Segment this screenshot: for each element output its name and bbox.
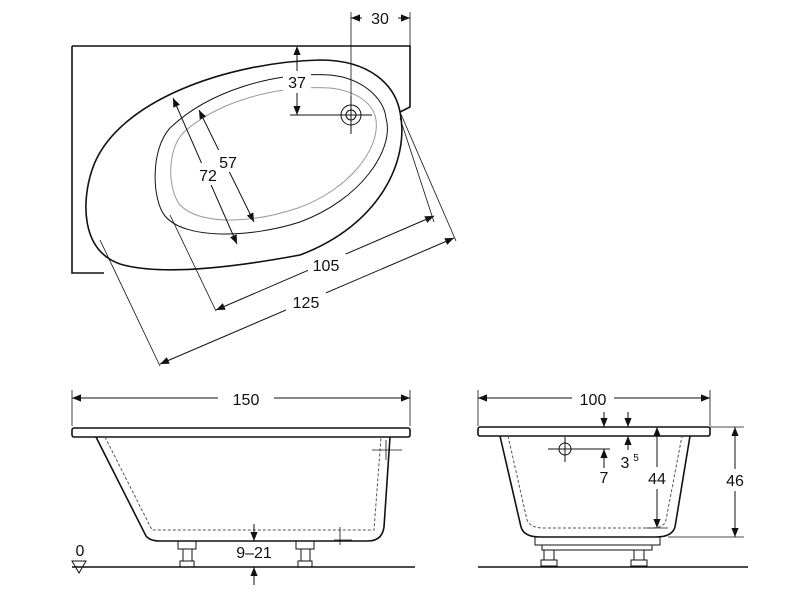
tub-inner-basin xyxy=(154,74,388,235)
side-rim xyxy=(477,426,711,437)
dim-overflow: 7 xyxy=(600,470,609,487)
side-foot-left xyxy=(540,549,558,567)
top-view-frame xyxy=(71,45,411,274)
dim-side-width: 100 xyxy=(580,392,607,409)
drain-symbol xyxy=(290,96,372,134)
front-body xyxy=(95,436,391,542)
dim-inner-width: 57 xyxy=(219,155,237,172)
front-foot-left xyxy=(177,540,197,568)
tub-outer-rim xyxy=(85,59,403,271)
dim-inner-depth: 44 xyxy=(648,471,666,488)
side-base-lower xyxy=(541,544,653,551)
dim-outer-width: 72 xyxy=(199,168,217,185)
tub-inner-floor xyxy=(170,87,377,221)
side-foot-right xyxy=(630,549,648,567)
floor-level-label: 0 xyxy=(76,543,85,560)
front-body-inner xyxy=(104,436,382,531)
front-rim xyxy=(71,427,411,438)
side-view: 100 7 3 5 xyxy=(477,386,750,568)
dim-drain-depth: 37 xyxy=(288,75,306,92)
dim-total-height: 46 xyxy=(726,473,744,490)
dim-feet-height: 9–21 xyxy=(236,545,272,562)
floor-level-symbol xyxy=(71,560,87,574)
dim-drain-offset: 30 xyxy=(371,11,389,28)
dim-outer-length: 125 xyxy=(293,295,320,312)
dim-rim-thickness: 3 xyxy=(621,455,630,472)
dim-inner-length: 105 xyxy=(313,258,340,275)
dim-front-length: 150 xyxy=(233,392,260,409)
dim-rim-thickness-sup: 5 xyxy=(633,453,639,464)
front-view: 150 0 9–21 xyxy=(71,386,415,585)
side-body-inner xyxy=(507,435,683,529)
front-foot-right xyxy=(295,540,315,568)
side-base xyxy=(534,536,661,546)
overflow-symbol xyxy=(548,437,610,462)
top-view: 30 37 72 57 105 125 xyxy=(71,6,457,367)
